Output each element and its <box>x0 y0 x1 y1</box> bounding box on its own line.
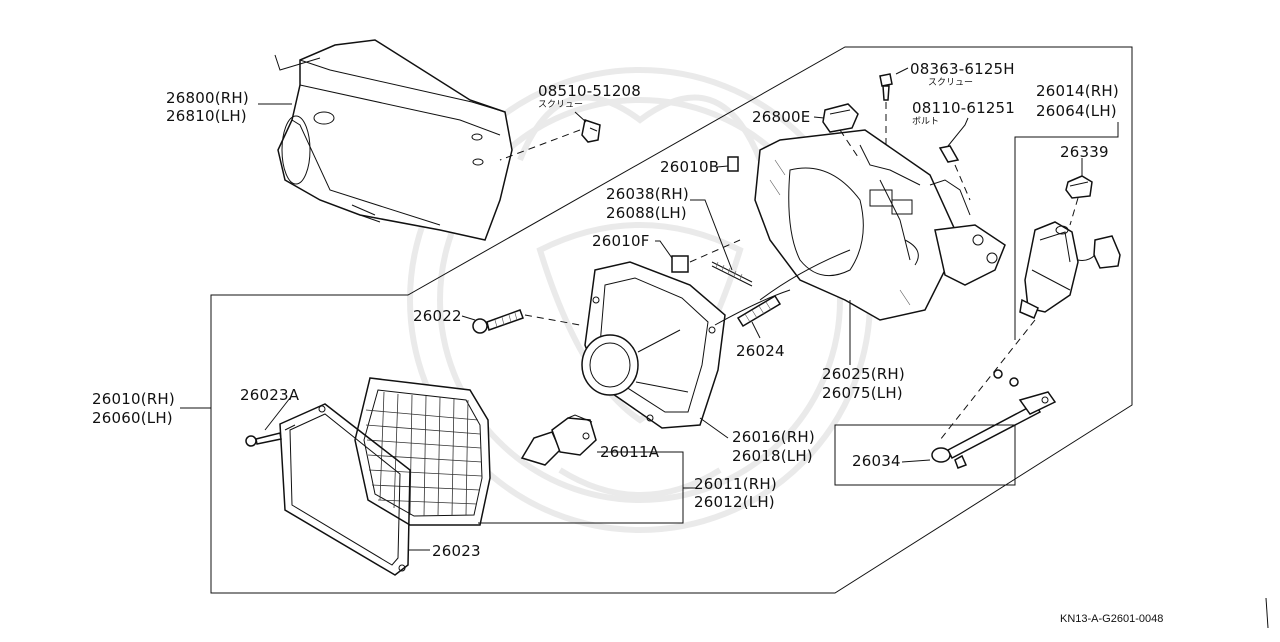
mounting-bracket-26025 <box>754 129 1006 321</box>
label-26022: 26022 <box>413 307 462 325</box>
headlamp-bulb-26011 <box>520 414 597 466</box>
label-26010b: 26010B <box>660 158 719 176</box>
housing-cover-26800 <box>274 39 513 241</box>
leader-26038 <box>690 199 733 271</box>
aiming-motor-26014 <box>1019 221 1121 319</box>
lens-grid <box>365 391 483 517</box>
label-26025: 26025(RH) <box>822 365 905 383</box>
screw-26023a <box>245 432 282 447</box>
label-26064: 26064(LH) <box>1036 102 1117 120</box>
screw-08510 <box>499 119 601 161</box>
bulb-socket-26339 <box>1065 175 1093 199</box>
retaining-ring-26023 <box>279 403 411 576</box>
leader-26023a <box>264 397 291 431</box>
headlamp-frame-26016 <box>581 261 791 429</box>
label-26012: 26012(LH) <box>694 493 775 511</box>
label-08510: 08510-51208 <box>538 82 641 100</box>
label-26023: 26023 <box>432 542 481 560</box>
leader-26010f <box>655 240 673 259</box>
screw-26022 <box>472 309 581 334</box>
leader-26014 <box>1014 122 1119 340</box>
clip-26010b <box>727 156 739 172</box>
label-26011: 26011(RH) <box>694 475 777 493</box>
dash-bolt-26339 <box>1069 197 1079 226</box>
leader-08510 <box>574 111 587 123</box>
leader-26034 <box>901 459 931 463</box>
assembly-boundary <box>210 46 1133 594</box>
label-26010: 26010(RH) <box>92 390 175 408</box>
leader-08363 <box>895 67 909 75</box>
leader-26022 <box>461 315 476 321</box>
label-26800: 26800(RH) <box>166 89 249 107</box>
adjusting-screw-26024 <box>736 249 851 328</box>
label-26060: 26060(LH) <box>92 409 173 427</box>
leader-26800e <box>813 116 825 119</box>
diagram-code: KN13-A-G2601-0048 <box>1060 613 1163 625</box>
leader-26034-bracket <box>834 424 1016 486</box>
label-08110: 08110-61251 <box>912 99 1015 117</box>
corner-mark <box>1265 597 1269 629</box>
label-26038: 26038(RH) <box>606 185 689 203</box>
clip-26800e <box>822 103 859 133</box>
label-26024: 26024 <box>736 342 785 360</box>
label-08363: 08363-6125H <box>910 60 1015 78</box>
leader-26016 <box>699 417 729 439</box>
label-26339: 26339 <box>1060 143 1109 161</box>
label-26023a: 26023A <box>240 386 300 404</box>
headlamp-unit-26010 <box>354 377 491 526</box>
label-26016: 26016(RH) <box>732 428 815 446</box>
label-26075: 26075(LH) <box>822 384 903 402</box>
bolt-08110 <box>938 145 971 201</box>
label-26810: 26810(LH) <box>166 107 247 125</box>
adjusting-screw-26038 <box>711 261 753 287</box>
dash-motor-to-rod <box>939 319 1036 441</box>
label-26010f: 26010F <box>592 232 650 250</box>
dash-clip-26800e <box>839 129 861 161</box>
label-26800e: 26800E <box>752 108 810 126</box>
sublabel-08110: ボルト <box>912 116 939 127</box>
label-26014: 26014(RH) <box>1036 82 1119 100</box>
clip-26010f <box>671 239 741 273</box>
label-26088: 26088(LH) <box>606 204 687 222</box>
label-26034: 26034 <box>852 452 901 470</box>
label-26018: 26018(LH) <box>732 447 813 465</box>
sublabel-08510: スクリュー <box>538 99 583 110</box>
label-26011a: 26011A <box>600 443 660 461</box>
screw-08363 <box>879 73 893 150</box>
leader-26024 <box>751 321 761 339</box>
leader-26010b <box>716 165 729 168</box>
sublabel-08363: スクリュー <box>928 77 973 88</box>
link-rod-26034 <box>931 369 1057 469</box>
leader-08110 <box>947 117 969 147</box>
